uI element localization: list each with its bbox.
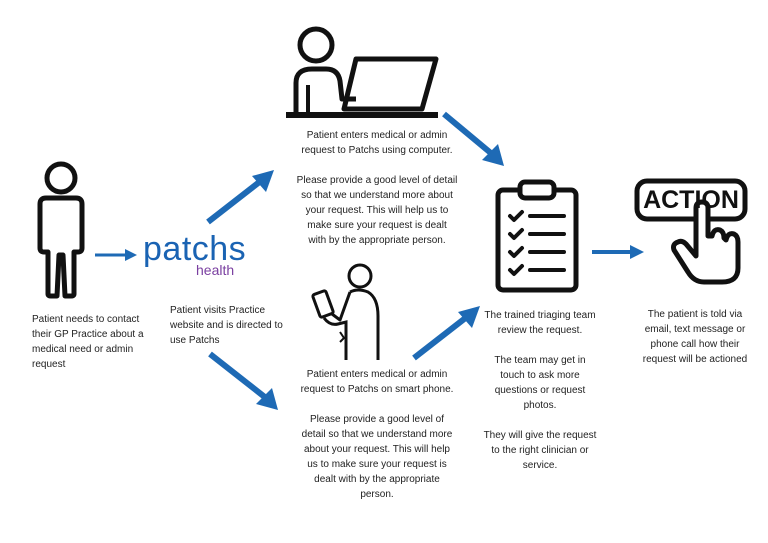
clipboard-icon — [494, 178, 580, 294]
smartphone-user-icon — [310, 262, 388, 362]
outcome-step-text: The patient is told via email, text mess… — [642, 309, 748, 365]
action-button-icon: ACTION — [634, 178, 748, 288]
phone-step-text: Patient enters medical or admin request … — [300, 369, 454, 500]
arrow-down-right — [440, 110, 506, 168]
arrow-up-right — [204, 168, 276, 226]
patchs-logo: patchs — [143, 230, 247, 268]
computer-step-text: Patient enters medical or admin request … — [296, 130, 458, 246]
patient-contact-text: Patient needs to contact their GP Practi… — [32, 314, 144, 370]
arrow-right — [95, 248, 137, 262]
health-logo-text: health — [196, 262, 235, 278]
practice-website-text: Patient visits Practice website and is d… — [170, 305, 283, 346]
triage-step-text: The trained triaging team review the req… — [483, 310, 597, 471]
computer-user-icon — [286, 25, 441, 123]
person-icon — [32, 160, 90, 300]
arrow-right — [592, 244, 644, 260]
arrow-down-right — [206, 350, 282, 414]
action-label: ACTION — [643, 186, 739, 214]
arrow-up-right — [410, 302, 482, 362]
